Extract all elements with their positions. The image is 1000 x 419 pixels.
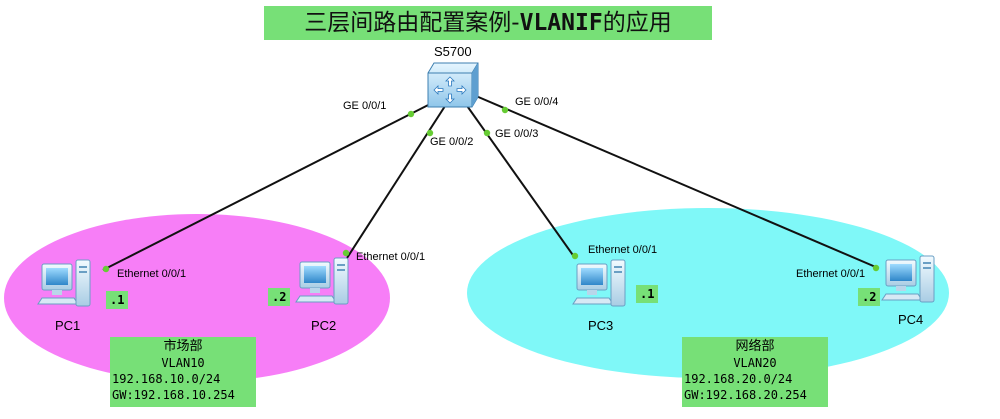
pc4-icon[interactable] — [881, 255, 935, 303]
vlan20-subnet: 192.168.20.0/24 — [684, 372, 793, 386]
pc2-icon[interactable] — [295, 257, 349, 305]
vlan20-dept: 网络部 — [735, 339, 775, 354]
port-label-pc2: Ethernet 0/0/1 — [356, 251, 426, 263]
port-label-ge3: GE 0/0/3 — [495, 128, 539, 140]
vlan20-id: VLAN20 — [733, 356, 777, 370]
port-label-ge1: GE 0/0/1 — [343, 100, 387, 112]
port-label-ge2: GE 0/0/2 — [430, 136, 474, 148]
pc3-name: PC3 — [588, 318, 614, 333]
pc1-name: PC1 — [55, 318, 81, 333]
port-dot-ge1 — [407, 110, 415, 118]
vlan10-dept: 市场部 — [163, 339, 203, 354]
vlan10-gateway: GW:192.168.10.254 — [112, 388, 235, 402]
port-label-pc4: Ethernet 0/0/1 — [796, 268, 866, 280]
title-tail: 的应用 — [602, 10, 672, 36]
port-dot-ge4 — [501, 106, 509, 114]
pc2-name: PC2 — [311, 318, 337, 333]
port-dot-pc4 — [872, 264, 880, 272]
title-en: VLANIF — [519, 10, 603, 36]
port-dot-pc1 — [102, 265, 110, 273]
link-sw-pc4 — [475, 95, 879, 269]
port-label-pc3: Ethernet 0/0/1 — [588, 244, 658, 256]
pc2-ip-tag: .2 — [268, 288, 291, 306]
link-sw-pc3 — [464, 102, 576, 259]
port-dot-ge2 — [426, 129, 434, 137]
l3-switch-icon[interactable] — [427, 62, 479, 108]
vlan20-gateway: GW:192.168.20.254 — [684, 388, 807, 402]
vlan10-area — [4, 214, 390, 382]
port-label-ge4: GE 0/0/4 — [515, 96, 559, 108]
pc4-ip-tag: .2 — [858, 288, 881, 306]
port-dot-ge3 — [483, 129, 491, 137]
pc4-name: PC4 — [898, 312, 924, 327]
vlan10-subnet: 192.168.10.0/24 — [112, 372, 221, 386]
port-label-pc1: Ethernet 0/0/1 — [117, 268, 187, 280]
vlan10-info-box: 市场部 VLAN10 192.168.10.0/24 GW:192.168.10… — [110, 337, 256, 407]
link-sw-pc1 — [102, 97, 443, 271]
diagram-title: 三层间路由配置案例-VLANIF的应用 — [264, 6, 712, 40]
vlan20-info-box: 网络部 VLAN20 192.168.20.0/24 GW:192.168.20… — [682, 337, 828, 407]
port-dot-pc2 — [342, 249, 350, 257]
switch-name: S5700 — [434, 44, 472, 59]
vlan10-id: VLAN10 — [161, 356, 205, 370]
title-cn: 三层间路由配置案例- — [304, 10, 520, 36]
vlan20-area — [467, 208, 949, 378]
port-dot-pc3 — [571, 252, 579, 260]
pc1-icon[interactable] — [37, 259, 91, 307]
pc3-icon[interactable] — [572, 259, 626, 307]
pc1-ip-tag: .1 — [106, 291, 129, 309]
pc3-ip-tag: .1 — [636, 285, 659, 303]
link-sw-pc2 — [346, 102, 448, 259]
